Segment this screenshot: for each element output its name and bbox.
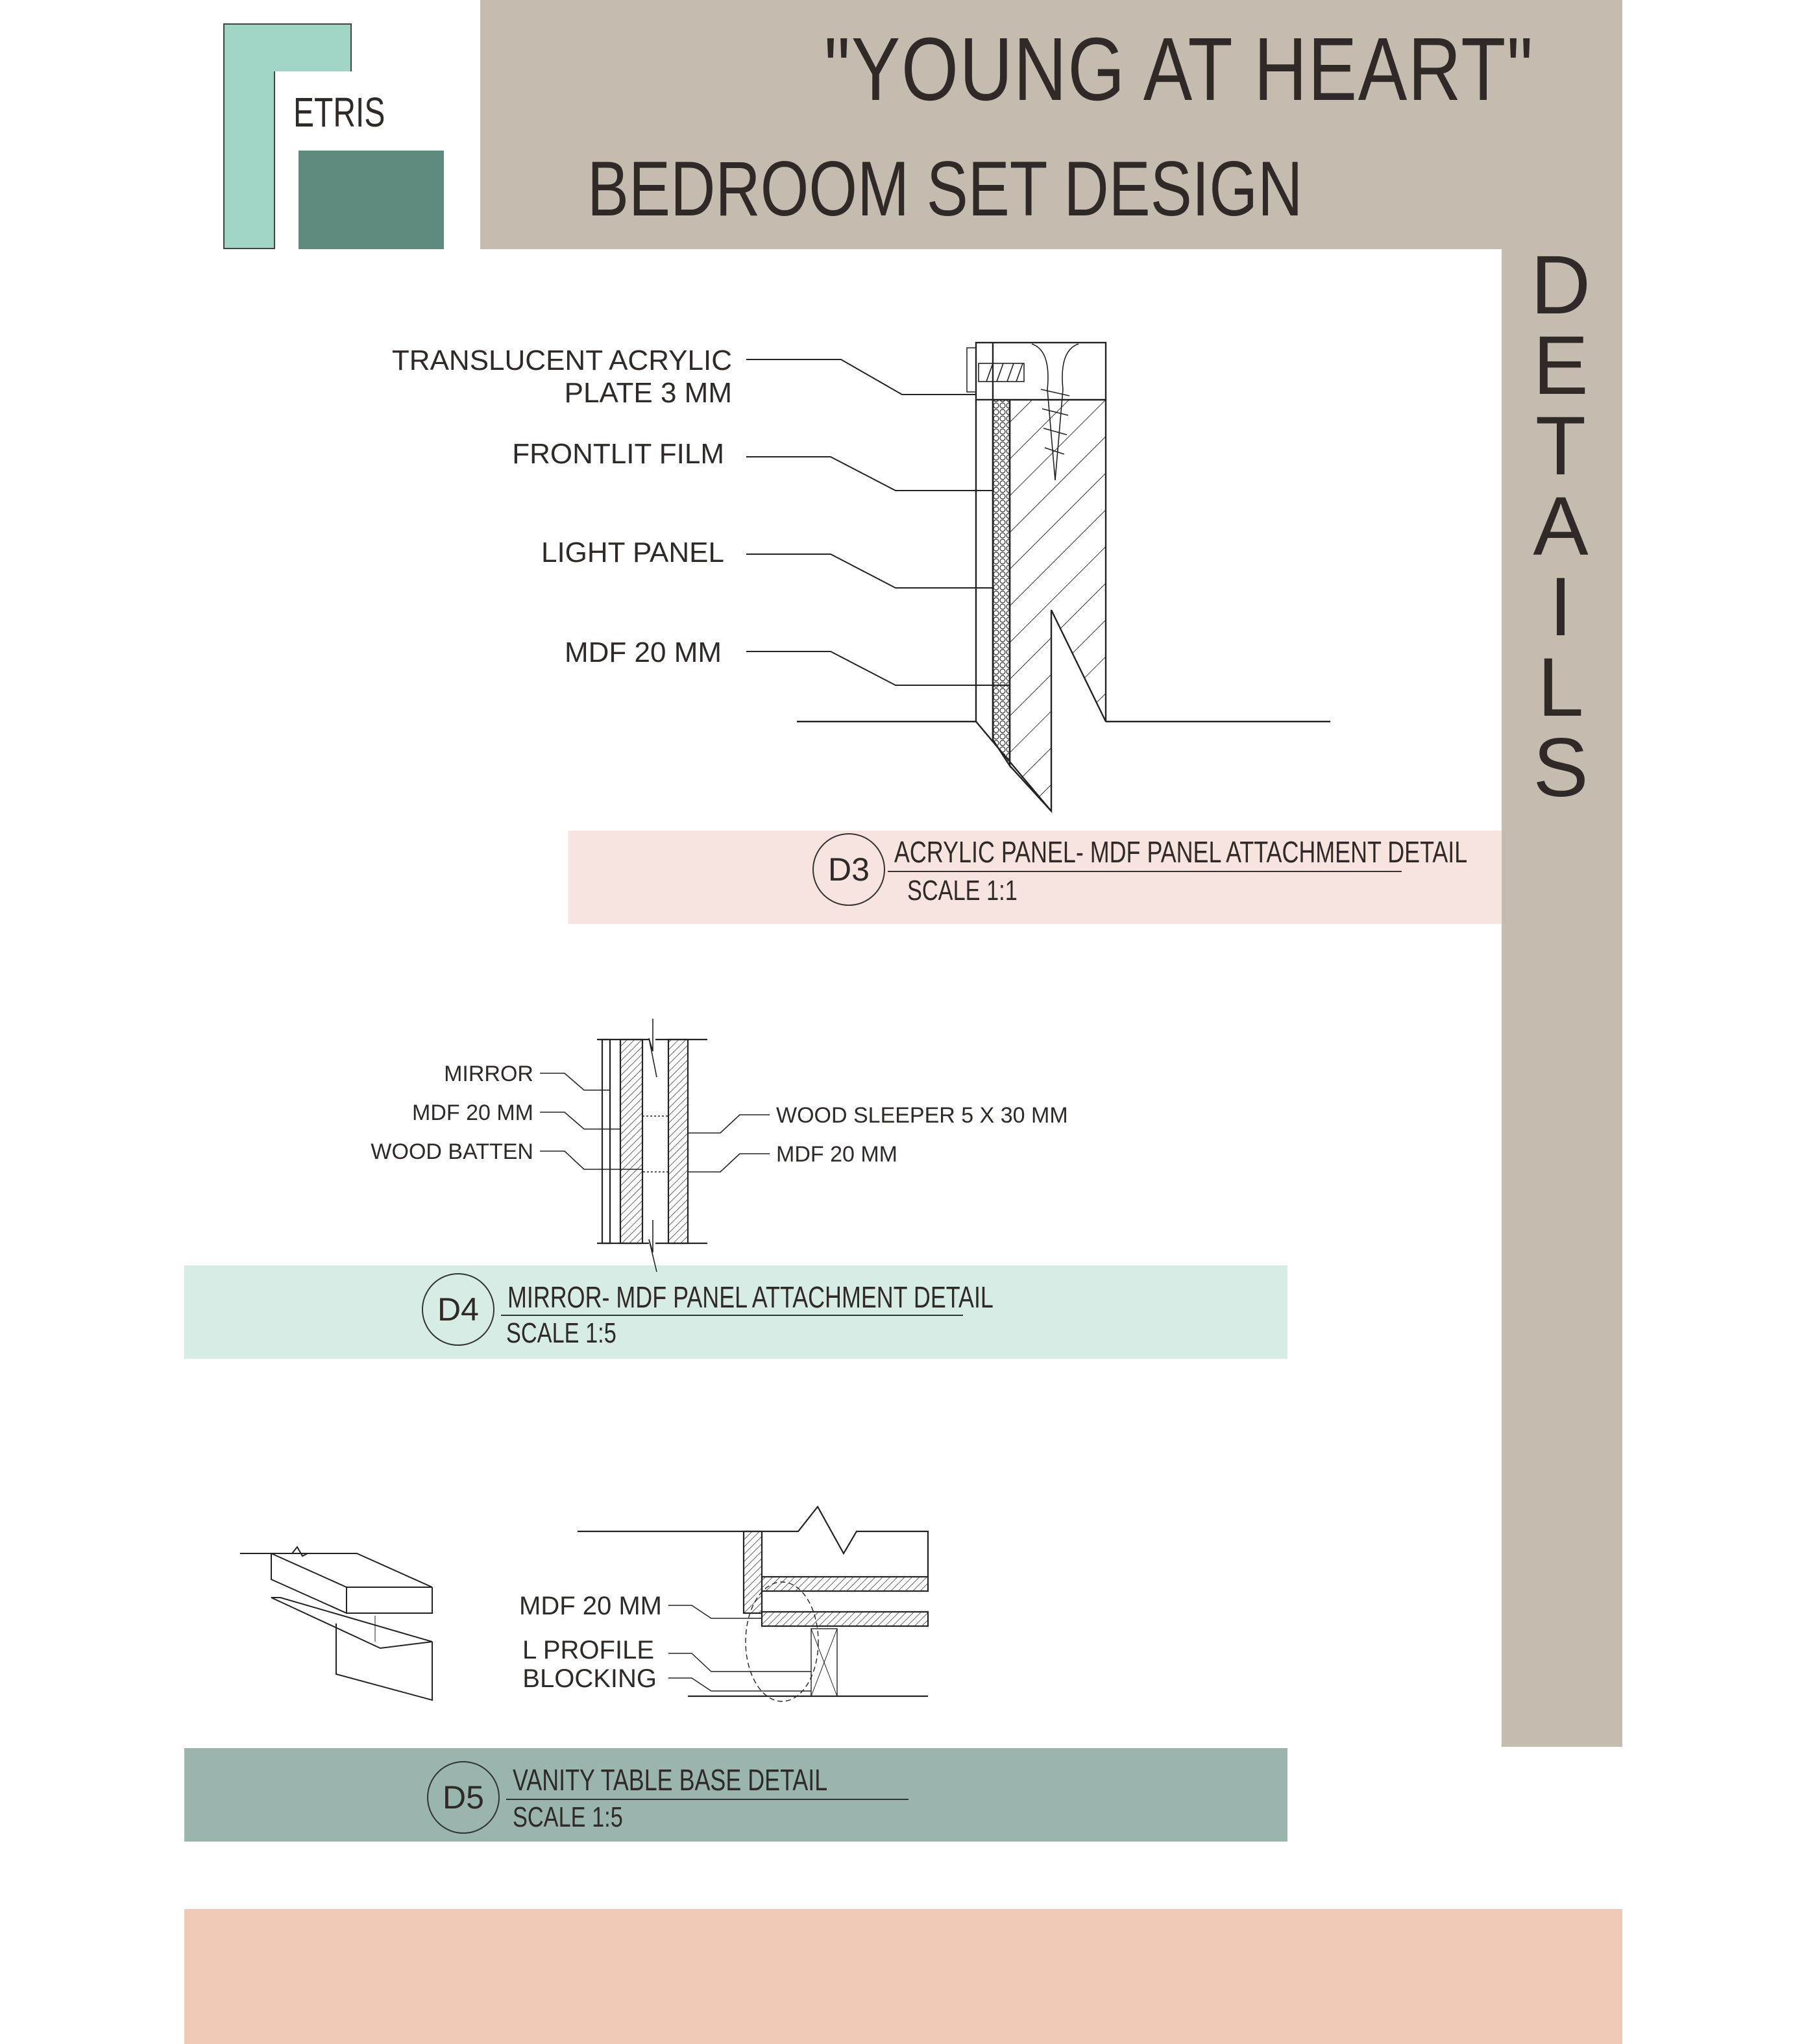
d4-label-wood-batten: WOOD BATTEN [371, 1139, 533, 1164]
detail-d4-scale: SCALE 1:5 [506, 1317, 616, 1349]
detail-d5-scale: SCALE 1:5 [513, 1801, 623, 1833]
detail-d3-underline [888, 871, 1402, 872]
detail-d5-underline [506, 1799, 908, 1800]
details-letter: T [1535, 400, 1587, 493]
page-subtitle: BEDROOM SET DESIGN [587, 145, 1303, 232]
detail-d5-title-band [184, 1748, 1287, 1842]
detail-d3-drawing [746, 341, 1330, 814]
page-title: "YOUNG AT HEART" [824, 19, 1534, 119]
d4-label-mdf-right: MDF 20 MM [776, 1142, 897, 1167]
detail-d5-title: VANITY TABLE BASE DETAIL [513, 1763, 828, 1797]
d5-label-mdf: MDF 20 MM [519, 1592, 662, 1620]
detail-d5-section [578, 1505, 929, 1702]
detail-d3-scale: SCALE 1:1 [907, 875, 1018, 906]
details-letter: I [1549, 561, 1572, 653]
detail-d3-tag: D3 [812, 833, 885, 906]
detail-d3-title-band [568, 831, 1502, 924]
d3-label-acrylic: TRANSLUCENT ACRYLIC [392, 345, 732, 376]
detail-d5-tag: D5 [427, 1761, 500, 1834]
d4-label-mirror: MIRROR [444, 1062, 533, 1086]
d3-label-mdf: MDF 20 MM [565, 637, 722, 668]
header-banner [480, 0, 1622, 249]
detail-d4-tag: D4 [422, 1273, 494, 1346]
detail-d4-title-band [184, 1265, 1287, 1359]
detail-callout-circle [745, 1581, 819, 1702]
detail-d4-title: MIRROR- MDF PANEL ATTACHMENT DETAIL [507, 1280, 994, 1314]
details-letter: S [1533, 722, 1589, 814]
details-letter: D [1530, 239, 1591, 332]
details-letter: E [1533, 319, 1589, 412]
detail-d4-drawing [540, 1019, 770, 1272]
details-letter: A [1533, 480, 1589, 573]
d4-label-wood-sleeper: WOOD SLEEPER 5 X 30 MM [776, 1103, 1068, 1128]
screw-icon [978, 343, 1079, 481]
d3-label-frontlit-film: FRONTLIT FILM [512, 438, 724, 470]
logo-square [299, 151, 444, 249]
d4-label-mdf-left: MDF 20 MM [412, 1101, 533, 1125]
d3-label-acrylic-thickness: PLATE 3 MM [565, 377, 732, 409]
details-letter: L [1537, 641, 1584, 734]
logo-mark-joint [225, 70, 274, 74]
detail-d3-title: ACRYLIC PANEL- MDF PANEL ATTACHMENT DETA… [894, 835, 1468, 869]
logo-text: ETRIS [293, 89, 385, 136]
details-vertical-label: D E T A I L S [1512, 239, 1609, 814]
d3-label-light-panel: LIGHT PANEL [541, 537, 724, 568]
detail-d4-underline [501, 1315, 963, 1316]
logo-mark-top [223, 23, 352, 71]
d5-label-l-profile: L PROFILE [522, 1636, 654, 1664]
side-column [1502, 249, 1622, 1747]
detail-d5-iso-sketch [240, 1546, 433, 1701]
d5-label-blocking: BLOCKING [522, 1664, 657, 1693]
footer-band [184, 1909, 1622, 2044]
